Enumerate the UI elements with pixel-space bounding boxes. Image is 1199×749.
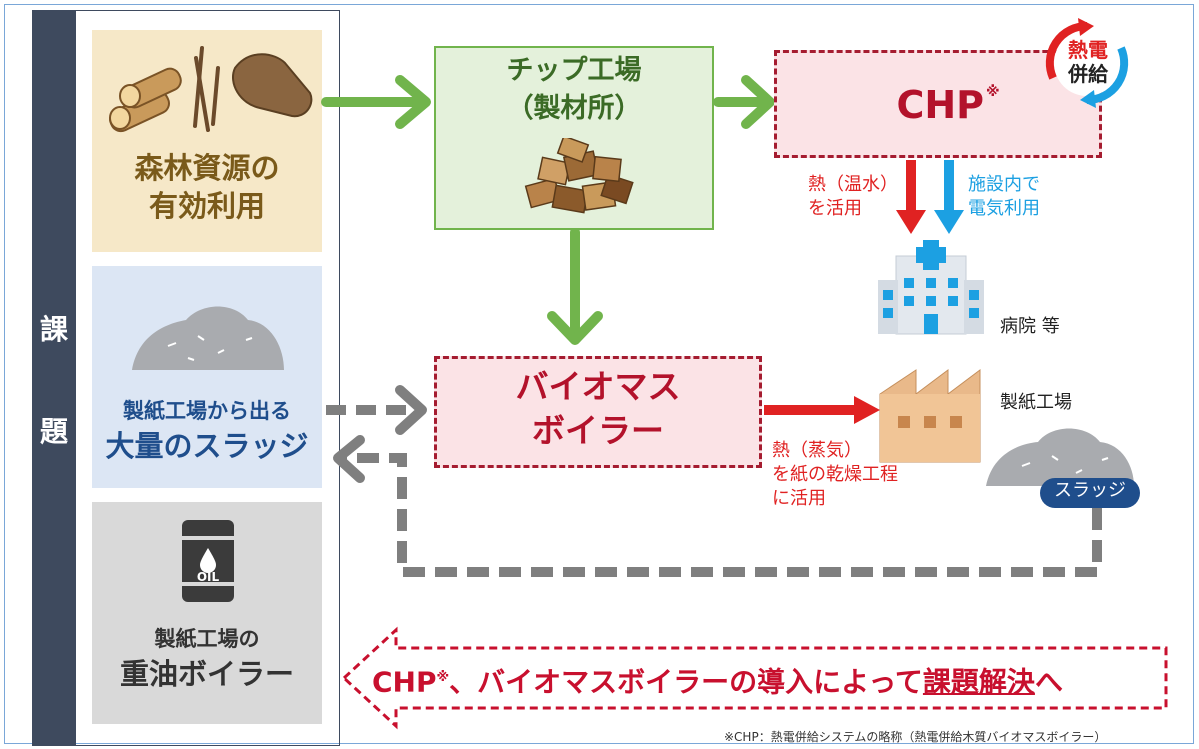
- biomass-boiler-line1: バイオマス: [515, 367, 681, 406]
- arrow-heat-to-hospital: [896, 160, 926, 234]
- arrow-sludge-to-boiler: [326, 385, 427, 435]
- solution-banner: CHP※、バイオマスボイラーの導入によって課題解決へ: [372, 658, 1172, 702]
- sludge-pile-mill-icon: [986, 428, 1134, 486]
- banner-footnote-mark: ※: [436, 670, 450, 685]
- hospital-icon: [878, 240, 984, 335]
- issue-side-bar: [32, 10, 76, 746]
- steam-use-line3: に活用: [772, 488, 826, 509]
- oil-drum-icon: [182, 520, 234, 602]
- cogeneration-line1: 熱電: [1058, 38, 1118, 62]
- sludge-pile-icon: [132, 306, 284, 370]
- arrow-forest-to-chip: [321, 75, 431, 129]
- chp-footnote-mark: ※: [986, 84, 1000, 100]
- sludge-issue-box: [92, 266, 322, 488]
- oil-boiler-line2: 重油ボイラー: [119, 657, 294, 691]
- power-use-line2: 電気利用: [968, 198, 1040, 219]
- banner-arrow-shape: [341, 626, 1168, 730]
- footnote: ※CHP：熱電併給システムの略称（熱電併給木質バイオマスボイラー）: [724, 730, 1107, 744]
- arrow-chip-to-chp: [713, 75, 775, 129]
- sludge-issue-line2: 大量のスラッジ: [105, 429, 309, 463]
- chip-factory-line2: （製材所）: [506, 93, 642, 124]
- cogeneration-line2: 併給: [1068, 62, 1108, 86]
- steam-use-line2: を紙の乾燥工程: [772, 464, 898, 485]
- forest-resource-line2: 有効利用: [148, 189, 265, 223]
- cogeneration-cycle-icon: [1045, 18, 1129, 108]
- sludge-badge-label: スラッジ: [1054, 480, 1126, 501]
- arrow-chip-to-boiler: [547, 227, 603, 345]
- oil-drum-label: OIL: [196, 570, 220, 584]
- power-use-line1: 施設内で: [968, 174, 1040, 195]
- sludge-badge: [1040, 478, 1140, 508]
- chp-label: CHP: [896, 83, 984, 127]
- banner-chp: CHP: [372, 665, 437, 699]
- wood-logs-icon: [109, 46, 313, 133]
- arrow-sludge-return: [333, 435, 1102, 577]
- cogeneration-heat-power: 熱電: [1068, 38, 1108, 62]
- banner-end: へ: [1034, 665, 1063, 699]
- biomass-boiler-box: [434, 356, 762, 468]
- issue-panel-border: [32, 10, 340, 746]
- steam-use-line1: 熱（蒸気）: [772, 440, 862, 461]
- forest-resource-line1: 森林資源の: [134, 151, 280, 185]
- chip-factory-line1: チップ工場: [506, 55, 642, 86]
- banner-middle: 、バイオマスボイラーの導入によって: [449, 665, 923, 699]
- cogeneration-label: 熱電 併給: [1058, 38, 1118, 86]
- issue-char-1: 課: [39, 313, 68, 346]
- heat-use-line2: を活用: [808, 198, 862, 219]
- paper-mill-label: 製紙工場: [1000, 392, 1072, 413]
- banner-emphasis: 課題解決: [922, 665, 1035, 699]
- arrow-power-to-hospital: [934, 160, 964, 234]
- oil-boiler-line1: 製紙工場の: [154, 627, 260, 651]
- issue-char-2: 題: [39, 415, 68, 448]
- paper-mill-icon: [879, 369, 981, 463]
- biomass-boiler-line2: ボイラー: [532, 411, 664, 450]
- wood-chips-icon: [524, 138, 634, 214]
- sludge-issue-line1: 製紙工場から出る: [123, 399, 291, 423]
- figure-frame: [4, 4, 1194, 744]
- hospital-label: 病院 等: [1000, 316, 1060, 337]
- heat-use-line1: 熱（温水）: [808, 174, 898, 195]
- arrow-steam-to-mill: [764, 396, 880, 424]
